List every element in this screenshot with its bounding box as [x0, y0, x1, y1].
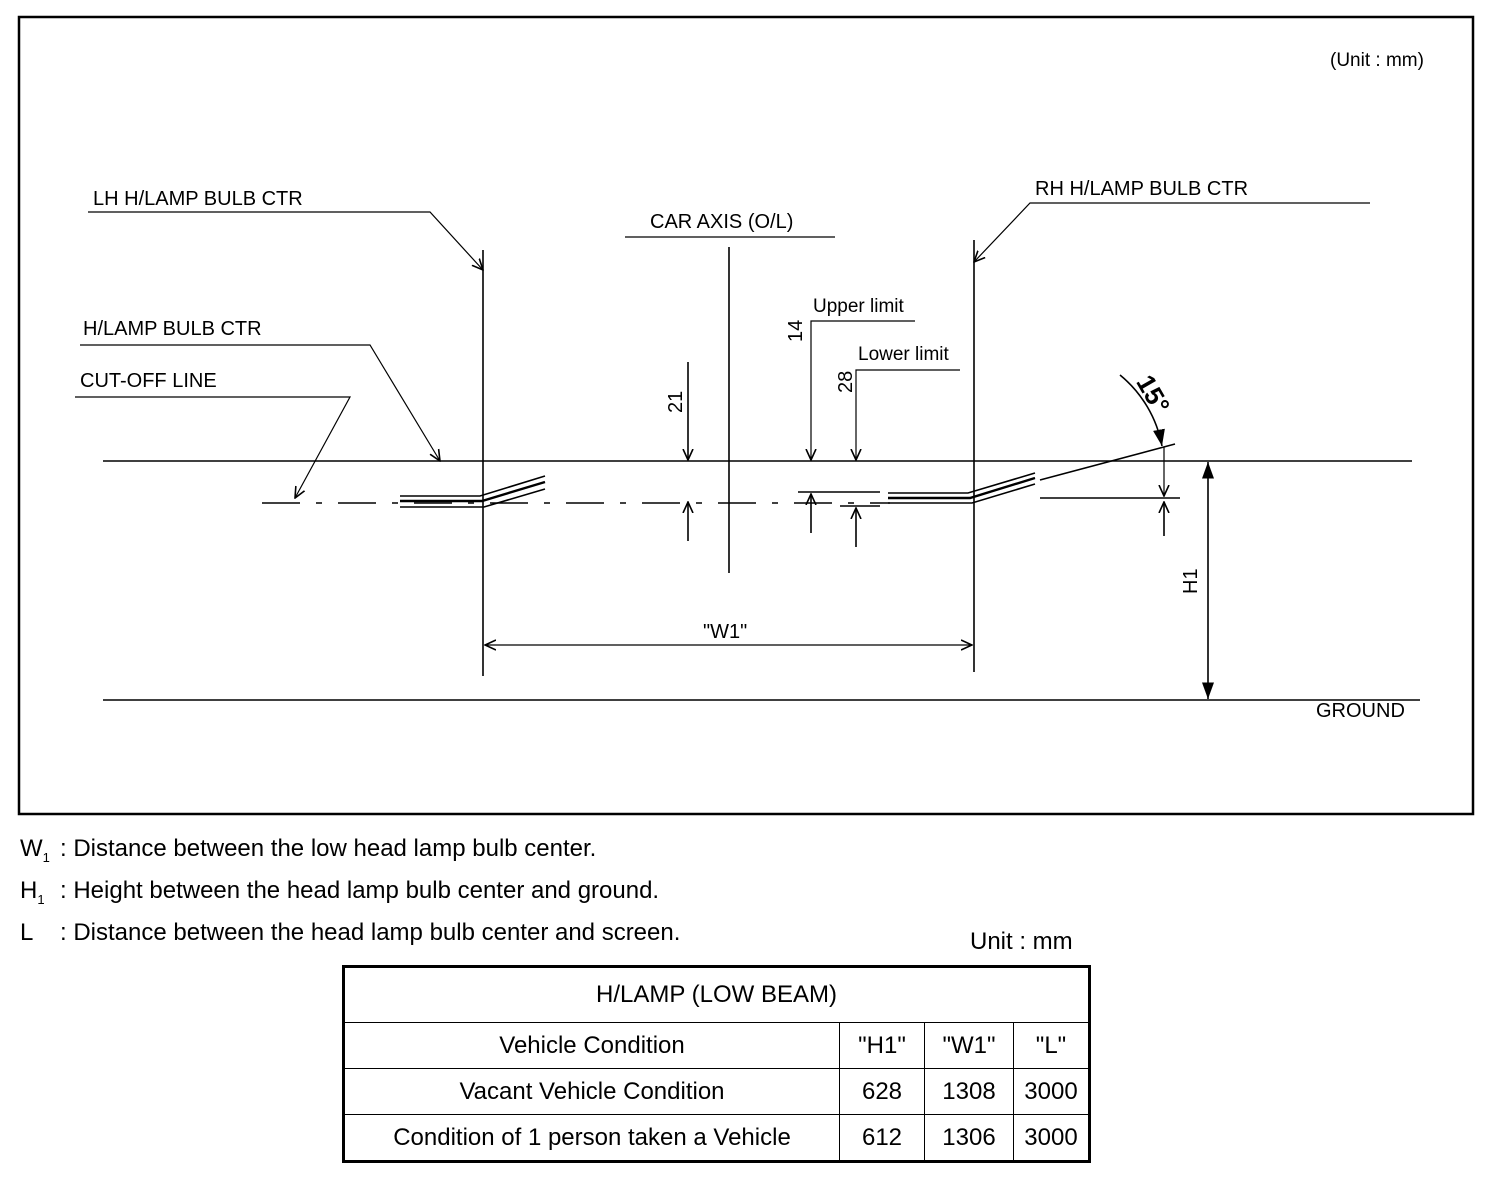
cell-condition: Vacant Vehicle Condition — [343, 1068, 840, 1115]
lh-bulb-ctr-label: LH H/LAMP BULB CTR — [93, 188, 303, 210]
legend-key: L — [20, 918, 34, 946]
rh-beam-pattern — [798, 472, 1036, 507]
hlamp-bulb-ctr-callout: H/LAMP BULB CTR — [80, 318, 440, 461]
angle-label: 15° — [1130, 370, 1176, 419]
legend-key: W1 — [20, 835, 50, 865]
legend-row-l: L : Distance between the head lamp bulb … — [20, 916, 680, 958]
header-vehicle-condition: Vehicle Condition — [343, 1022, 840, 1069]
legend-row-h1: H1 : Height between the head lamp bulb c… — [20, 874, 680, 916]
upper-limit-label: Upper limit — [813, 296, 905, 317]
cell-w1: 1308 — [924, 1068, 1014, 1115]
cell-l: 3000 — [1013, 1114, 1090, 1162]
table-header-row: Vehicle Condition "H1" "W1" "L" — [343, 1022, 1090, 1069]
dimension-w1: "W1" — [485, 621, 972, 645]
legend-text: : Distance between the low head lamp bul… — [60, 835, 597, 862]
table-row: Vacant Vehicle Condition 628 1308 3000 — [343, 1068, 1090, 1115]
hlamp-bulb-ctr-label: H/LAMP BULB CTR — [83, 318, 262, 340]
legend-text: : Height between the head lamp bulb cent… — [60, 876, 660, 904]
cell-condition: Condition of 1 person taken a Vehicle — [343, 1114, 840, 1162]
unit-label: (Unit : mm) — [1330, 50, 1424, 71]
ground-label: GROUND — [1316, 700, 1405, 722]
rh-bulb-ctr-label: RH H/LAMP BULB CTR — [1035, 178, 1248, 200]
header-l: "L" — [1013, 1022, 1090, 1069]
headlamp-aiming-diagram: (Unit : mm) LH H/LAMP BULB CTR RH H/LAMP… — [17, 15, 1475, 816]
legend-row-w1: W1 : Distance between the low head lamp … — [20, 832, 680, 874]
diagram-frame — [17, 15, 1475, 816]
angle-indicator: 15° — [1039, 370, 1176, 536]
dimension-14-upper-limit: Upper limit 14 — [785, 296, 915, 533]
dim-28-label: 28 — [835, 371, 857, 393]
cell-w1: 1306 — [924, 1114, 1014, 1162]
cell-h1: 612 — [839, 1114, 925, 1162]
dimension-21: 21 — [665, 362, 688, 541]
legend-text: : Distance between the head lamp bulb ce… — [60, 918, 681, 946]
lh-beam-pattern — [400, 475, 546, 508]
table-row: Condition of 1 person taken a Vehicle 61… — [343, 1114, 1090, 1162]
legend-key: H1 — [20, 876, 45, 907]
header-w1: "W1" — [924, 1022, 1014, 1069]
dim-14-label: 14 — [785, 320, 807, 342]
h1-label: H1 — [1180, 568, 1202, 594]
table-title: H/LAMP (LOW BEAM) — [343, 966, 1090, 1023]
table-title-row: H/LAMP (LOW BEAM) — [343, 966, 1090, 1023]
dimension-28-lower-limit: Lower limit 28 — [835, 344, 960, 547]
header-h1: "H1" — [839, 1022, 925, 1069]
lower-limit-label: Lower limit — [858, 344, 950, 365]
cell-h1: 628 — [839, 1068, 925, 1115]
car-axis-label: CAR AXIS (O/L) — [650, 211, 793, 233]
cutoff-line-callout: CUT-OFF LINE — [75, 370, 352, 498]
dimension-h1: H1 — [1180, 462, 1214, 699]
legend: W1 : Distance between the low head lamp … — [20, 832, 680, 957]
spec-table: H/LAMP (LOW BEAM) Vehicle Condition "H1"… — [342, 965, 1091, 1163]
car-axis: CAR AXIS (O/L) — [625, 211, 835, 573]
rh-bulb-center-callout: RH H/LAMP BULB CTR — [974, 178, 1370, 672]
table-unit-label: Unit : mm — [970, 928, 1073, 955]
cutoff-line-label: CUT-OFF LINE — [80, 370, 217, 392]
dim-21-label: 21 — [665, 391, 687, 413]
lh-bulb-center-callout: LH H/LAMP BULB CTR — [88, 188, 483, 676]
w1-label: "W1" — [703, 621, 747, 643]
cell-l: 3000 — [1013, 1068, 1090, 1115]
